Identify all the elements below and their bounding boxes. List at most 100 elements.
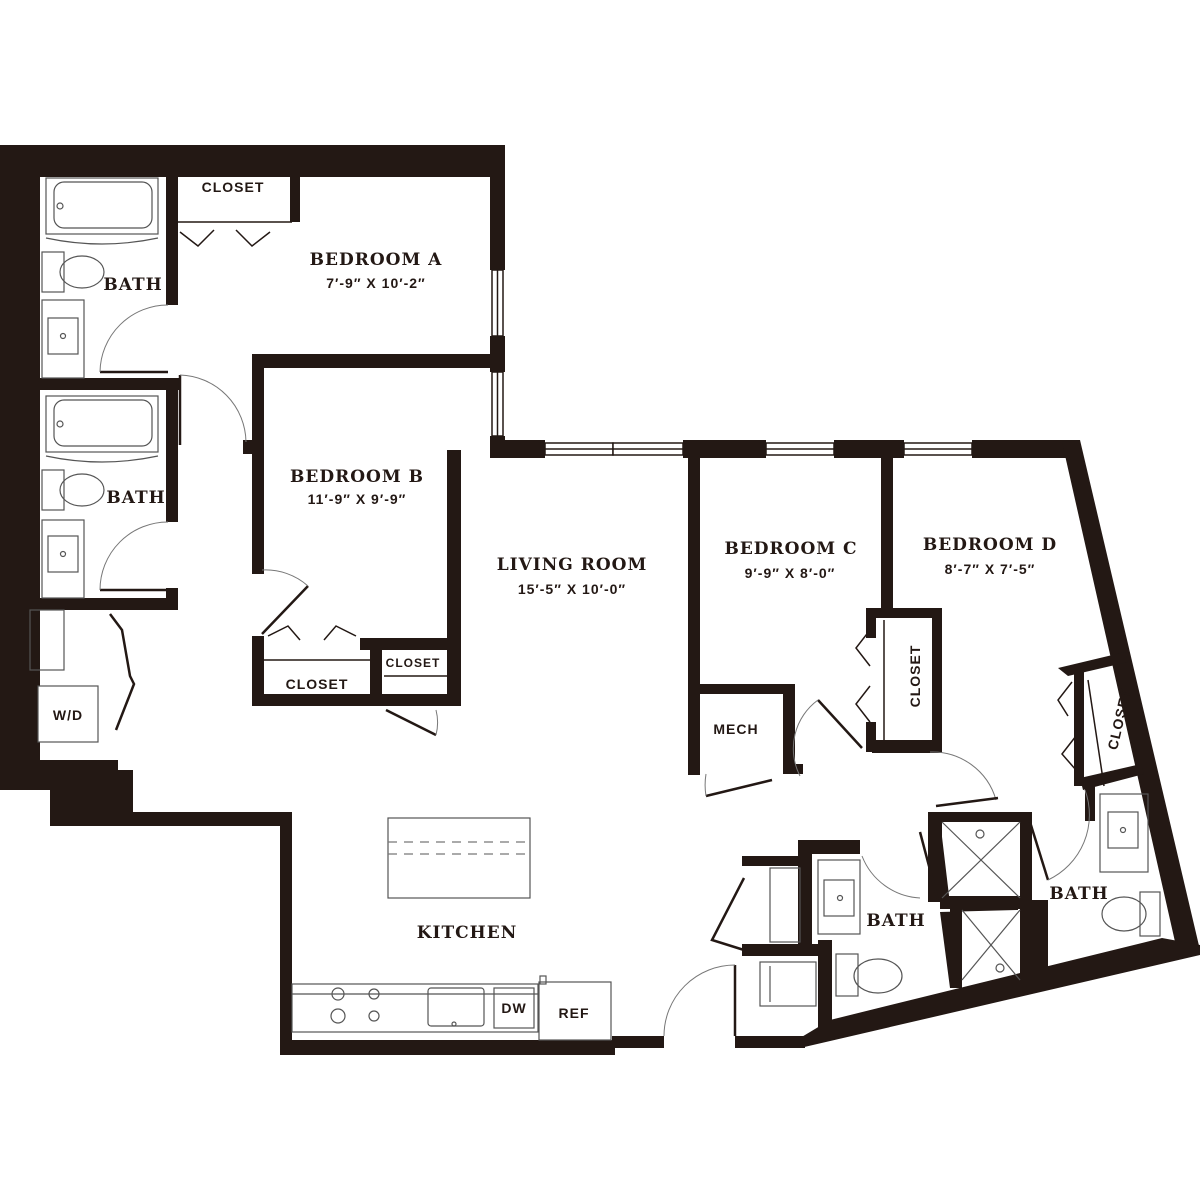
south-exterior-wall-east bbox=[800, 938, 1200, 1048]
bath-1-south-wall bbox=[40, 378, 180, 390]
mech-east-stub bbox=[783, 764, 803, 774]
north-wall-c-d bbox=[834, 440, 904, 458]
north-wall-living-mid bbox=[683, 440, 766, 458]
refrigerator bbox=[538, 981, 612, 1041]
bath-2-south-wall bbox=[30, 598, 178, 610]
east-exterior-wall bbox=[1062, 440, 1200, 955]
closet-a-west-wall bbox=[166, 177, 176, 225]
room-name-kitchen: KITCHEN bbox=[417, 923, 517, 943]
closet-b-north-wall bbox=[360, 638, 450, 650]
fixtures bbox=[29, 177, 1161, 1041]
shower-divider bbox=[940, 896, 1025, 909]
southwest-wall-notch bbox=[0, 760, 292, 1042]
room-name-bedroom-a: BEDROOM A bbox=[310, 250, 443, 270]
south-exterior-wall-kitchen bbox=[280, 1040, 615, 1055]
south-wall-kitchen-step bbox=[612, 1036, 664, 1048]
toilet-4 bbox=[1101, 891, 1161, 937]
shower-2-east-wall bbox=[1020, 900, 1048, 980]
shower-east-wall bbox=[1020, 812, 1032, 908]
kitchen-counter bbox=[291, 983, 539, 1033]
labels: BEDROOM A 7′-9″ X 10′-2″ BEDROOM B 11′-9… bbox=[53, 179, 1134, 1021]
north-exterior-wall bbox=[0, 145, 505, 177]
windows bbox=[491, 269, 973, 456]
closet-c-west-stub-2 bbox=[866, 722, 876, 752]
north-wall-living bbox=[490, 440, 545, 458]
south-wall-entry bbox=[735, 1036, 805, 1048]
shower-1 bbox=[941, 821, 1021, 899]
closet-c-east-wall bbox=[932, 608, 942, 753]
west-wall-inner bbox=[30, 145, 40, 765]
sink-3 bbox=[817, 859, 861, 935]
bedroom-a-east-wall bbox=[490, 160, 505, 270]
room-name-bedroom-c: BEDROOM C bbox=[724, 539, 857, 559]
room-name-bedroom-d: BEDROOM D bbox=[923, 535, 1057, 555]
washer-dryer bbox=[29, 609, 99, 743]
closet-c-west-stub bbox=[866, 608, 876, 638]
kitchen-sink bbox=[427, 987, 485, 1027]
walls bbox=[0, 145, 1200, 1055]
bedroom-b-west-wall bbox=[252, 354, 264, 574]
cooktop bbox=[330, 987, 380, 1024]
appliance-label-dw: DW bbox=[501, 1000, 526, 1016]
north-wall-d bbox=[972, 440, 1080, 458]
bedroom-c-d-wall bbox=[881, 450, 893, 612]
room-dims-bedroom-c: 9′-9″ X 8′-0″ bbox=[745, 565, 836, 581]
appliance-label-ref: REF bbox=[559, 1005, 590, 1021]
hall-closet-east-stub bbox=[437, 694, 447, 706]
doors bbox=[99, 221, 1105, 1037]
bedroom-b-west-wall-stub bbox=[243, 440, 255, 454]
west-exterior-wall bbox=[0, 145, 30, 790]
room-dims-bedroom-d: 8′-7″ X 7′-5″ bbox=[945, 561, 1036, 577]
bath-2-south-wall-stub bbox=[166, 588, 178, 610]
closet-d-south-wall bbox=[1080, 764, 1144, 790]
sink-1 bbox=[41, 299, 85, 379]
sink-4 bbox=[1099, 793, 1149, 873]
bedroom-c-west-wall bbox=[688, 450, 700, 775]
bath-3-west-wall bbox=[798, 840, 812, 952]
bath-3-west-wall-lower bbox=[818, 940, 832, 1030]
hall-closet-south-wall bbox=[382, 694, 461, 706]
bath-3-linen-wall bbox=[742, 856, 812, 866]
closet-c-south-wall bbox=[872, 740, 942, 753]
appliance-label-wd: W/D bbox=[53, 707, 83, 723]
living-west-wall bbox=[447, 450, 461, 706]
room-name-bath-4: BATH bbox=[1049, 884, 1108, 904]
bath-3-linen-south bbox=[742, 944, 832, 956]
bathtub-1 bbox=[45, 177, 159, 245]
mech-north-wall bbox=[688, 684, 793, 694]
room-name-bedroom-b: BEDROOM B bbox=[290, 467, 424, 487]
room-name-bath-1: BATH bbox=[103, 275, 162, 295]
shower-2 bbox=[961, 909, 1021, 981]
toilet-3 bbox=[835, 953, 903, 997]
linen-unit bbox=[759, 867, 817, 1007]
room-dims-living-room: 15′-5″ X 10′-0″ bbox=[518, 581, 626, 597]
room-name-living-room: LIVING ROOM bbox=[497, 555, 648, 575]
room-name-mech: MECH bbox=[713, 721, 758, 737]
closet-label-bedroom-b: CLOSET bbox=[286, 676, 349, 692]
room-name-bath-2: BATH bbox=[106, 488, 165, 508]
sink-2 bbox=[41, 519, 85, 599]
bathtub-2 bbox=[45, 395, 159, 463]
closet-b-south-wall bbox=[252, 694, 382, 706]
toilet-2 bbox=[41, 469, 105, 511]
toilet-1 bbox=[41, 251, 105, 293]
mech-east-wall bbox=[783, 684, 795, 774]
bath-2-east-wall bbox=[166, 390, 178, 522]
bedroom-a-south-wall bbox=[252, 354, 505, 368]
closet-label-bedroom-c: CLOSET bbox=[907, 645, 923, 708]
closet-a-east-wall bbox=[290, 177, 300, 222]
bath-divider-lower bbox=[950, 908, 962, 988]
room-dims-bedroom-a: 7′-9″ X 10′-2″ bbox=[326, 275, 426, 291]
closet-c-frame bbox=[872, 608, 940, 618]
room-dims-bedroom-b: 11′-9″ X 9′-9″ bbox=[308, 491, 407, 507]
closet-b-west-wall bbox=[252, 636, 264, 706]
kitchen-island bbox=[387, 817, 531, 899]
bath-3-north-wall bbox=[798, 840, 860, 854]
closet-label-bedroom-a: CLOSET bbox=[202, 179, 265, 195]
closet-b-east-wall bbox=[370, 640, 382, 706]
closet-label-hall: CLOSET bbox=[386, 656, 441, 670]
closet-d-west-wall bbox=[1074, 668, 1084, 786]
bath-4-west-wall bbox=[1085, 786, 1095, 821]
room-name-bath-3: BATH bbox=[866, 911, 925, 931]
